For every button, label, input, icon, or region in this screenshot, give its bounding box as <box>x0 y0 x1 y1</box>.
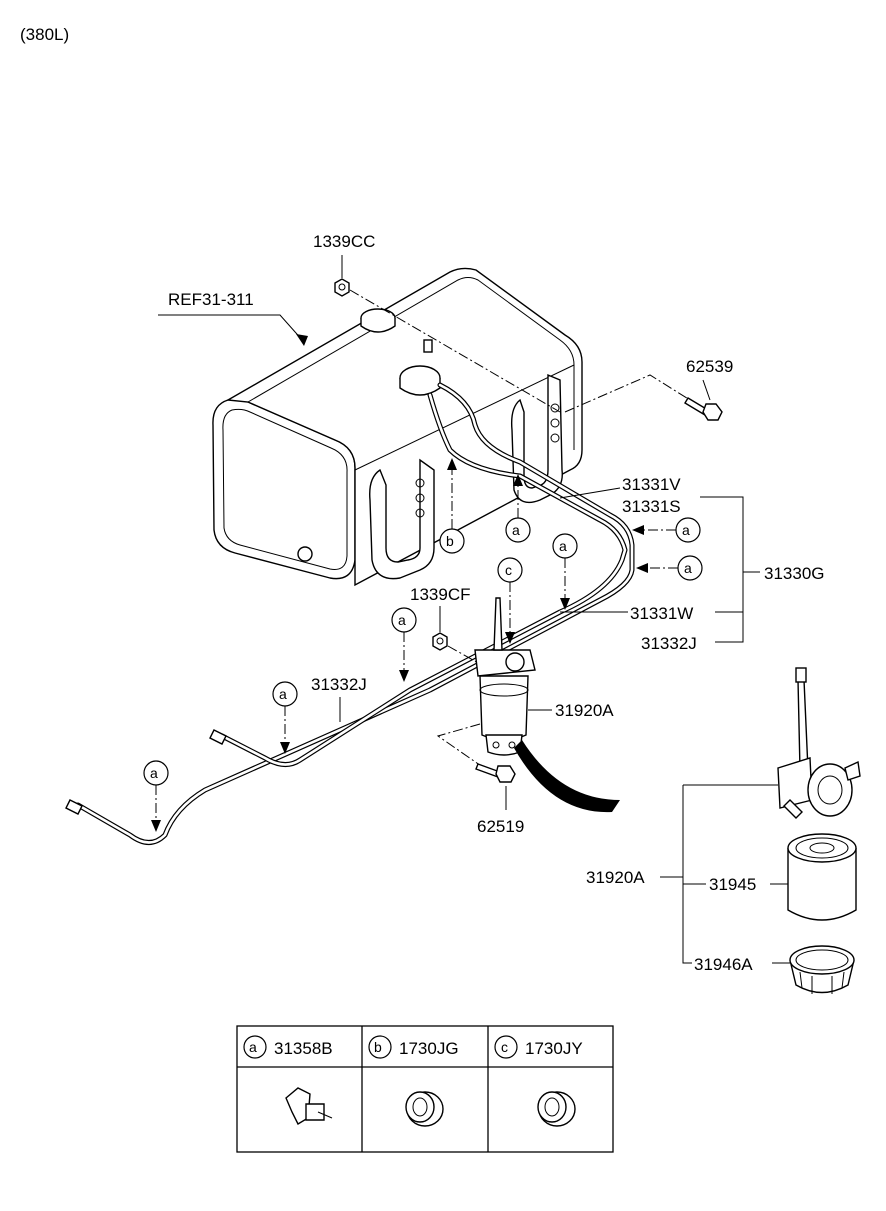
callout-a-3[interactable]: a <box>505 474 531 543</box>
clip-icon <box>285 1087 333 1125</box>
tube-j-right-label: 31332J <box>641 634 697 653</box>
bolt-bottom[interactable] <box>475 763 516 783</box>
svg-text:a: a <box>512 522 520 538</box>
nut-filter-label: 1339CF <box>410 585 470 604</box>
bowl-label: 31946A <box>694 955 753 974</box>
exploded-view-arrow <box>514 740 620 813</box>
ref-leader <box>158 314 305 343</box>
svg-text:c: c <box>505 562 512 578</box>
ref-arrowhead <box>296 334 308 346</box>
svg-text:31358B: 31358B <box>274 1039 333 1058</box>
svg-text:a: a <box>398 612 406 628</box>
ref-label: REF31-311 <box>168 290 254 309</box>
callout-a-5[interactable]: a <box>391 607 417 682</box>
tube-j-left-label: 31332J <box>311 675 367 694</box>
filter-element[interactable] <box>787 833 857 921</box>
hose-s-label: 31331S <box>622 497 681 516</box>
svg-text:a: a <box>559 538 567 554</box>
svg-text:1730JY: 1730JY <box>525 1039 583 1058</box>
callout-a-4[interactable]: a <box>552 533 578 610</box>
grommet-b-icon <box>405 1091 444 1127</box>
tube-assy-label: 31330G <box>764 564 825 583</box>
nut-filter[interactable] <box>432 632 448 651</box>
assy-bracket <box>700 496 744 643</box>
fuel-tank[interactable] <box>212 267 583 587</box>
bolt-top-label: 62539 <box>686 357 733 376</box>
grommet-c-icon <box>537 1091 576 1127</box>
fuel-filter-installed[interactable] <box>474 597 536 756</box>
cap-nut[interactable] <box>334 278 350 297</box>
callout-b[interactable]: b <box>439 458 465 554</box>
callout-c[interactable]: c <box>497 557 523 644</box>
filter-assy-exploded-label: 31920A <box>586 868 645 887</box>
filter-head-exploded[interactable] <box>777 667 861 819</box>
hose-w-label: 31331W <box>630 604 693 623</box>
fuel-pipes[interactable] <box>65 382 635 845</box>
callout-a-6[interactable]: a <box>272 681 298 754</box>
filter-assy-label: 31920A <box>555 701 614 720</box>
callout-a-7[interactable]: a <box>143 760 169 832</box>
legend-table: a 31358B b 1730JG c 1730JY <box>236 1025 614 1153</box>
svg-text:b: b <box>446 533 454 549</box>
svg-text:b: b <box>374 1039 382 1055</box>
svg-text:a: a <box>279 686 287 702</box>
svg-text:a: a <box>682 522 690 538</box>
element-label: 31945 <box>709 875 756 894</box>
svg-text:a: a <box>249 1039 257 1055</box>
bolt-top[interactable] <box>684 397 723 421</box>
svg-text:c: c <box>501 1039 508 1055</box>
legend-header-b: b 1730JG <box>368 1035 459 1059</box>
legend-header-c: c 1730JY <box>494 1035 583 1059</box>
svg-text:a: a <box>684 560 692 576</box>
variant-label: (380L) <box>20 25 69 44</box>
filter-bowl[interactable] <box>789 945 855 994</box>
cap-nut-label: 1339CC <box>313 232 375 251</box>
callout-a-2[interactable]: a <box>636 555 703 581</box>
svg-text:1730JG: 1730JG <box>399 1039 459 1058</box>
svg-text:a: a <box>150 765 158 781</box>
exploded-bracket <box>682 785 692 964</box>
legend-header-a: a 31358B <box>243 1035 333 1059</box>
callout-a-1[interactable]: a <box>632 517 701 543</box>
hose-v-label: 31331V <box>622 475 681 494</box>
bolt-bottom-label: 62519 <box>477 817 524 836</box>
